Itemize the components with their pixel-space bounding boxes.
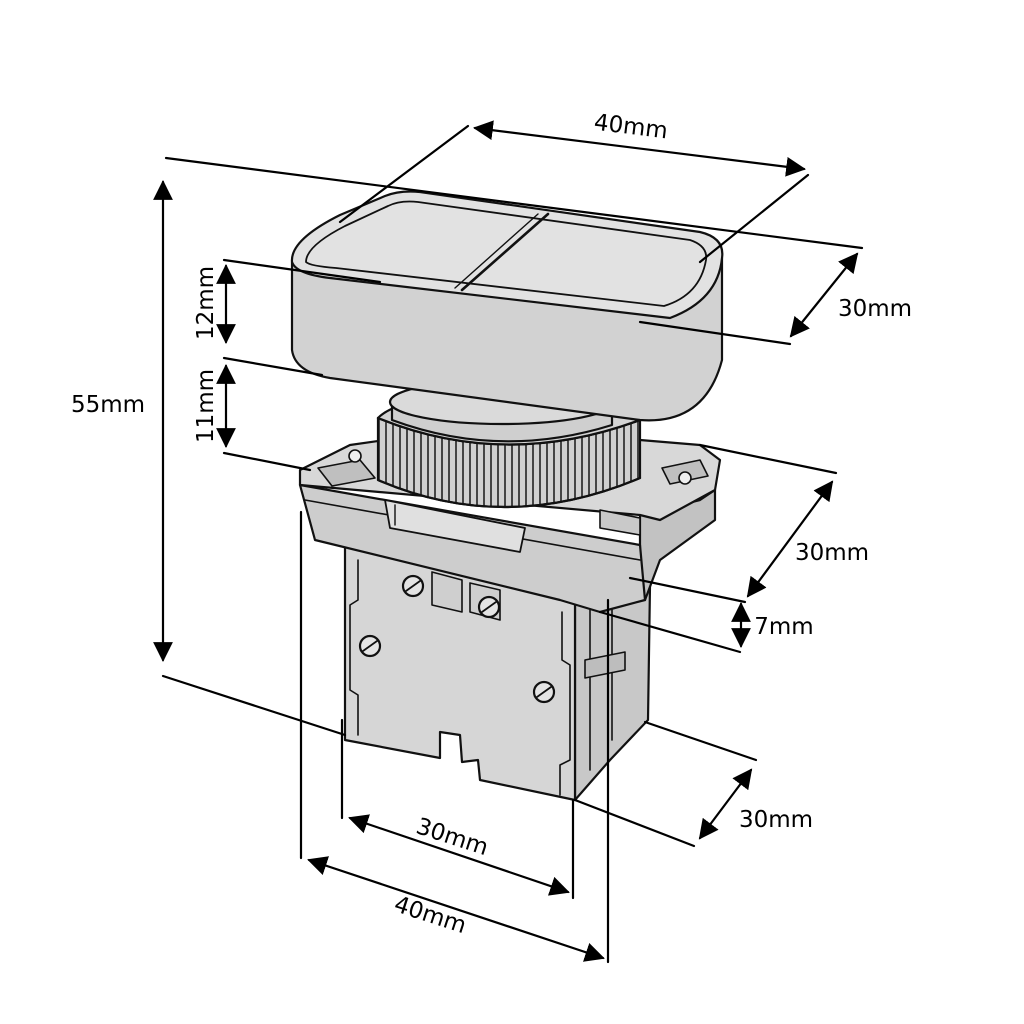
cap-width-dimension-line xyxy=(473,120,806,177)
extension-line xyxy=(628,576,747,604)
flange-thickness-label: 7mm xyxy=(754,614,813,640)
terminal-screw xyxy=(532,680,556,704)
terminal-screw xyxy=(401,574,425,598)
contact-block xyxy=(343,543,652,802)
cap-depth-dimension-line xyxy=(789,252,859,338)
body-depth-label: 30mm xyxy=(739,807,813,833)
extension-line xyxy=(161,674,347,737)
cap-divider xyxy=(460,212,550,292)
extension-line xyxy=(643,720,758,762)
collar-height-label: 11mm xyxy=(193,369,219,443)
flange-depth-label: 30mm xyxy=(795,540,869,566)
cap-top xyxy=(290,190,724,320)
double-push-cap xyxy=(290,190,724,422)
terminal-screw xyxy=(477,595,501,619)
contact-block-front xyxy=(343,543,577,802)
flange-depth-dimension-line xyxy=(746,480,834,598)
extension-line xyxy=(164,156,864,250)
extension-line xyxy=(698,173,810,264)
extension-line xyxy=(338,124,470,224)
cap-width-label: 40mm xyxy=(593,110,670,145)
overall-width-label: 40mm xyxy=(391,892,469,940)
total-height-label: 55mm xyxy=(71,392,145,418)
extension-line xyxy=(573,798,696,848)
overall-width-dimension-line xyxy=(307,856,605,962)
push-button-product xyxy=(290,190,724,802)
extension-line xyxy=(698,443,838,475)
cap-height-label: 12mm xyxy=(193,266,219,340)
dimension-lines xyxy=(153,120,864,964)
extension-line xyxy=(222,356,324,377)
body-width-label: 30mm xyxy=(413,814,491,862)
extension-line xyxy=(638,320,792,346)
cap-depth-label: 30mm xyxy=(838,296,912,322)
body-depth-dimension-line xyxy=(698,768,753,840)
extension-line xyxy=(222,451,312,472)
terminal-screw xyxy=(358,634,382,658)
extension-line xyxy=(222,258,382,284)
extension-line xyxy=(598,610,742,654)
